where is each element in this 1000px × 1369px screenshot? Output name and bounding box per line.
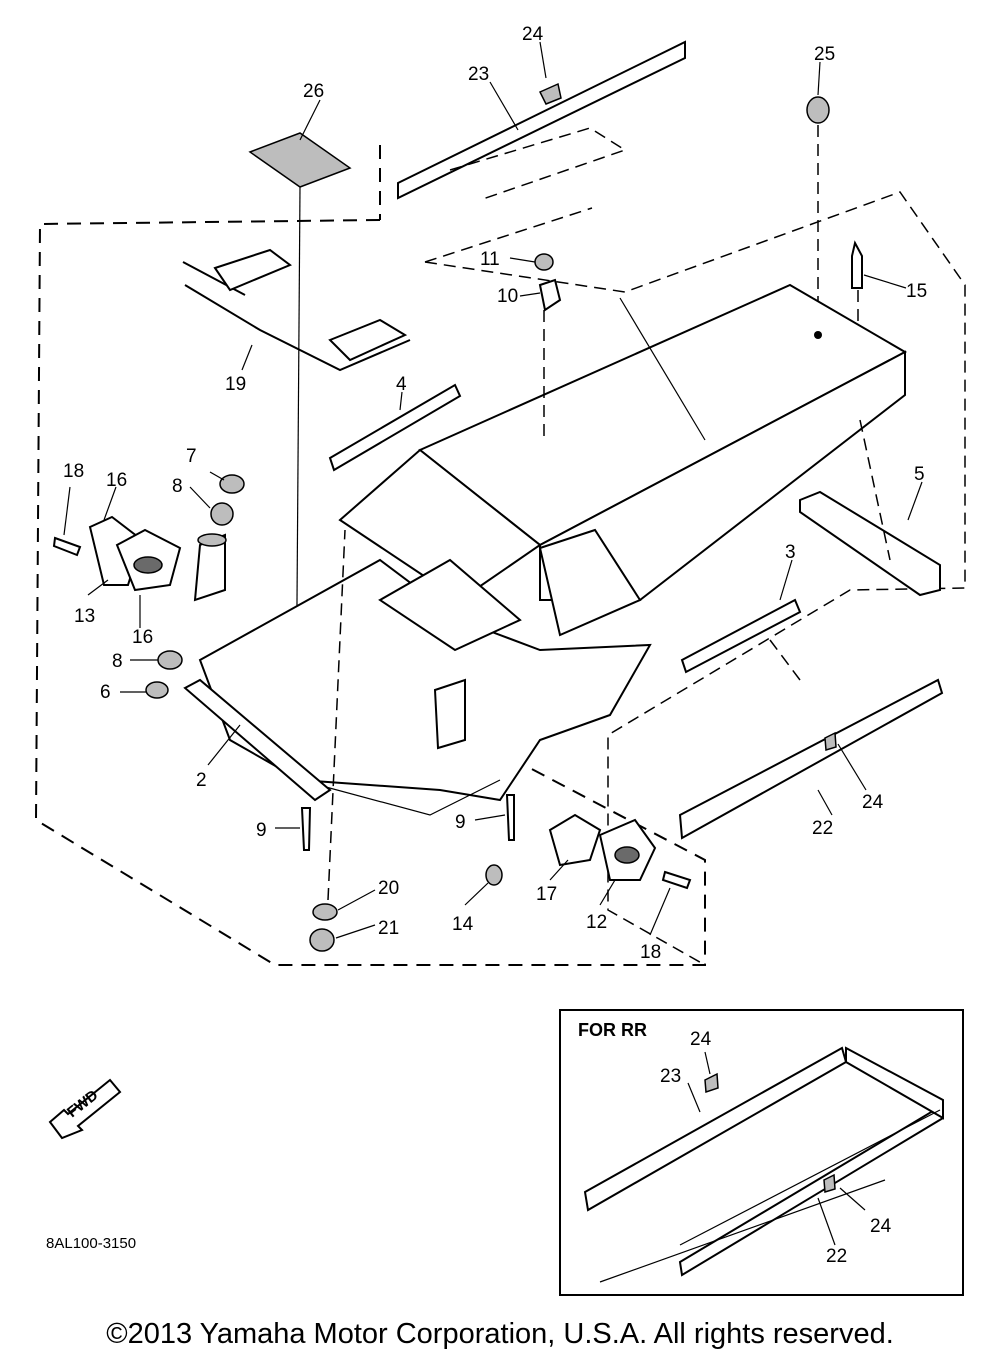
side-plates-right: [548, 813, 692, 890]
callout-15: 15: [906, 281, 927, 302]
callout-18-left: 18: [63, 461, 84, 482]
callout-2: 2: [196, 770, 207, 791]
inset-title: FOR RR: [578, 1020, 647, 1040]
side-strip-part-22: [678, 678, 944, 840]
leader-lines: [63, 41, 923, 939]
callout-20: 20: [378, 878, 399, 899]
inset-callout-23: 23: [660, 1066, 681, 1087]
fwd-arrow-icon: FWD: [48, 1078, 122, 1140]
main-frame: [198, 283, 908, 816]
callout-26: 26: [303, 81, 324, 102]
callout-24: 24: [522, 24, 544, 45]
callout-8-lower: 8: [112, 651, 123, 672]
callout-19: 19: [225, 374, 246, 395]
callout-9-left: 9: [256, 820, 267, 841]
callout-16-upper: 16: [106, 470, 127, 491]
inset-callout-24-lower: 24: [870, 1216, 892, 1237]
callout-17: 17: [536, 884, 557, 905]
arm-part-5: [799, 419, 941, 597]
bar-part-19: [182, 248, 411, 372]
callout-14: 14: [452, 914, 474, 935]
callout-23: 23: [468, 64, 489, 85]
callout-22: 22: [812, 818, 833, 839]
callout-18-right: 18: [640, 942, 661, 963]
crossbar-part-2: [183, 678, 332, 802]
rail-part-4: [328, 383, 462, 472]
callout-16-lower: 16: [132, 627, 153, 648]
fasteners: [300, 529, 515, 952]
callout-4: 4: [396, 374, 407, 395]
steering-column: [145, 474, 466, 750]
callout-7: 7: [186, 446, 197, 467]
pin-part-15: [851, 240, 863, 330]
callout-5: 5: [914, 464, 925, 485]
diagram-code: 8AL100-3150: [46, 1235, 136, 1252]
cap-part-25: [806, 96, 830, 335]
callout-3: 3: [785, 542, 796, 563]
copyright-notice: ©2013 Yamaha Motor Corporation, U.S.A. A…: [106, 1318, 894, 1350]
rail-part-3: [680, 598, 802, 681]
callout-24-lower: 24: [862, 792, 884, 813]
inset-for-rr: FOR RR 24 23 24 22: [559, 1009, 964, 1296]
callout-25: 25: [814, 44, 835, 65]
callout-6: 6: [100, 682, 111, 703]
callout-9-right: 9: [455, 812, 466, 833]
callout-8-upper: 8: [172, 476, 183, 497]
bracket-part-10: [534, 253, 562, 440]
inset-callout-24-upper: 24: [690, 1029, 712, 1050]
callout-labels: 24 23 25 26 11 10 15 19 4 7 8 18 16 13 1…: [63, 24, 927, 963]
side-strip-part-23: [397, 40, 686, 201]
side-plates-left: [52, 515, 182, 592]
callout-11: 11: [480, 249, 500, 270]
callout-21: 21: [378, 918, 399, 939]
clip-part-24: [538, 82, 562, 105]
inset-callout-22: 22: [826, 1246, 847, 1267]
callout-10: 10: [497, 286, 518, 307]
callout-13: 13: [74, 606, 95, 627]
callout-12: 12: [586, 912, 607, 933]
